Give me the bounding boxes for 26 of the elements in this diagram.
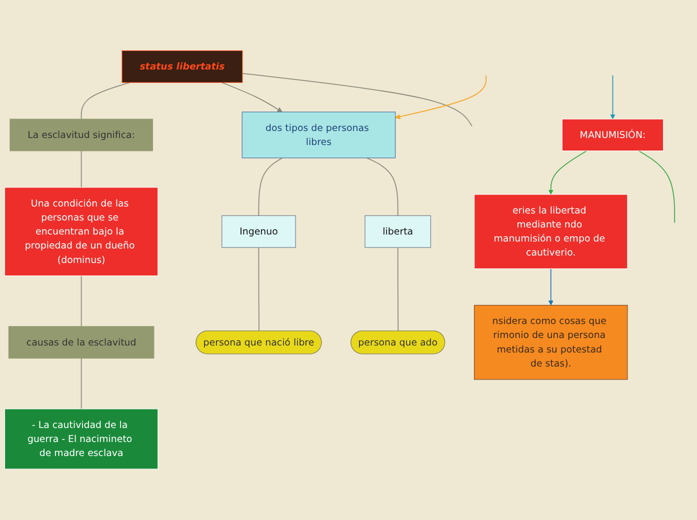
node-box: La esclavitud significa: [10,118,153,152]
node-box: - La cautividad de la guerra - El nacimineto de madre esclava [4,408,158,470]
node-box: liberta [364,216,431,248]
node-box: status libertatis [122,50,243,83]
connector [366,158,398,216]
node-box: eries la libertad mediante ndo manumisión o empo de cautiverio. [474,194,628,270]
arrow [222,82,282,112]
connector [258,247,260,332]
connector [258,158,283,216]
connector [80,358,82,410]
connector [638,150,676,224]
node-box: causas de la esclavitud [8,326,154,359]
arrow [548,268,554,306]
node-box: Ingenuo [222,216,296,248]
node-box: nsidera como cosas que rimonio de una persona metidas a su potestad de stas). [474,305,628,380]
connector [80,150,82,188]
node-box: MANUMISIÓN: [562,118,664,152]
node-box: Una condición de las personas que se encuentran bajo la propiedad de un dueño (dominus) [4,187,158,276]
arrow [395,75,486,120]
arrow [548,150,588,195]
connector [397,247,399,332]
connector [80,275,82,328]
connector [242,73,472,127]
node-box: dos tipos de personas libres [242,112,396,158]
arrow [610,75,616,120]
connector [80,82,130,120]
